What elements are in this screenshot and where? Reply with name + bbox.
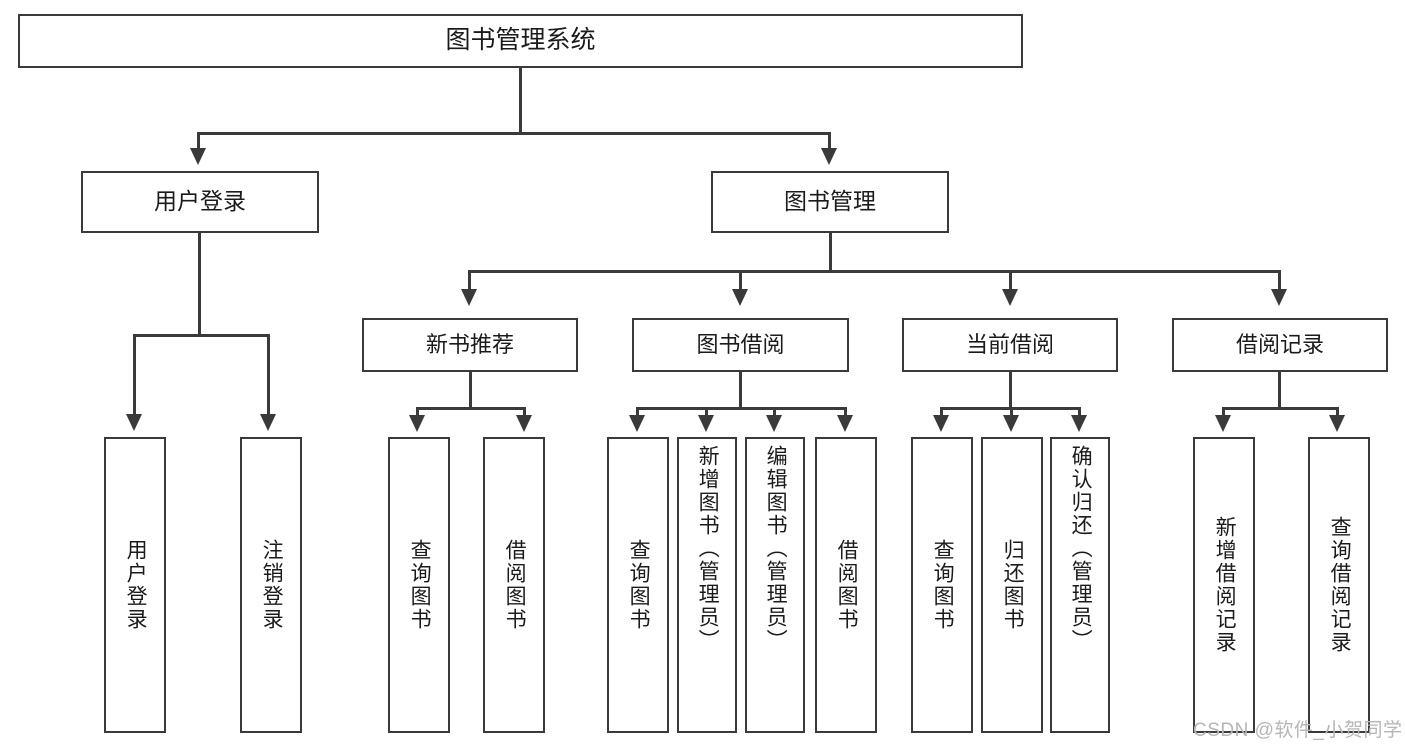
node-user-login[interactable]: 用户登录 xyxy=(81,171,319,233)
leaf-query-book-borrow[interactable]: 查询图书 xyxy=(607,437,669,733)
leaf-query-book-recommend[interactable]: 查询图书 xyxy=(388,437,450,733)
connector-new-book-child-2 xyxy=(523,407,526,419)
connector-current-borrow-child-3 xyxy=(1078,407,1081,419)
node-current-borrow[interactable]: 当前借阅 xyxy=(902,318,1118,372)
node-label: 借阅记录 xyxy=(1235,332,1324,358)
node-label: 图书管理 xyxy=(784,188,876,215)
connector-user-login-bus xyxy=(133,334,270,337)
node-label: 注销登录 xyxy=(260,539,284,631)
connector-level3-bus xyxy=(468,270,1281,273)
node-label: 新增图书（管理员） xyxy=(696,445,720,652)
leaf-edit-book-admin[interactable]: 编辑图书（管理员） xyxy=(745,437,805,733)
node-label: 查询图书 xyxy=(931,539,955,631)
node-label: 查询图书 xyxy=(627,539,651,631)
arrowhead-book-borrow xyxy=(732,289,748,306)
leaf-user-login[interactable]: 用户登录 xyxy=(104,437,166,733)
node-label: 查询图书 xyxy=(408,539,432,631)
arrowhead-leaf-return-book xyxy=(1003,415,1019,432)
connector-to-new-book xyxy=(468,270,471,292)
connector-level2-bus xyxy=(197,132,830,135)
arrowhead-leaf-query-book-3 xyxy=(933,415,949,432)
arrowhead-leaf-logout xyxy=(260,414,276,431)
node-label: 当前借阅 xyxy=(965,332,1054,358)
leaf-borrow-book-recommend[interactable]: 借阅图书 xyxy=(483,437,545,733)
connector-to-user-login xyxy=(197,132,200,152)
node-label: 用户登录 xyxy=(124,539,148,631)
node-label: 图书管理系统 xyxy=(445,26,596,55)
connector-user-login-stem xyxy=(198,233,201,336)
arrowhead-leaf-query-book-1 xyxy=(409,415,425,432)
connector-book-borrow-stem xyxy=(739,372,742,410)
leaf-query-book-current[interactable]: 查询图书 xyxy=(911,437,973,733)
leaf-add-borrow-record[interactable]: 新增借阅记录 xyxy=(1193,437,1255,733)
connector-book-borrow-bus xyxy=(636,407,847,410)
node-label: 图书借阅 xyxy=(696,332,785,358)
connector-current-borrow-stem xyxy=(1009,372,1012,410)
connector-root-stem xyxy=(519,68,522,134)
connector-book-borrow-child-4 xyxy=(844,407,847,419)
connector-user-login-child-2 xyxy=(267,334,270,418)
connector-book-manage-stem xyxy=(829,233,832,273)
node-label: 借阅图书 xyxy=(503,539,527,631)
node-book-management[interactable]: 图书管理 xyxy=(711,171,949,233)
connector-to-book-borrow xyxy=(739,270,742,292)
connector-current-borrow-child-1 xyxy=(940,407,943,419)
arrowhead-user-login xyxy=(190,148,206,165)
connector-book-borrow-child-2 xyxy=(705,407,708,419)
node-book-borrow[interactable]: 图书借阅 xyxy=(632,318,849,372)
node-label: 借阅图书 xyxy=(835,539,859,631)
arrowhead-leaf-user-login xyxy=(126,414,142,431)
arrowhead-leaf-confirm-return xyxy=(1071,415,1087,432)
node-root-system[interactable]: 图书管理系统 xyxy=(18,14,1023,68)
connector-new-book-stem xyxy=(469,372,472,410)
arrowhead-leaf-query-book-2 xyxy=(629,415,645,432)
leaf-return-book[interactable]: 归还图书 xyxy=(981,437,1043,733)
node-label: 确认归还（管理员） xyxy=(1069,445,1093,652)
leaf-query-borrow-record[interactable]: 查询借阅记录 xyxy=(1308,437,1370,733)
connector-to-current-borrow xyxy=(1009,270,1012,292)
node-borrow-record[interactable]: 借阅记录 xyxy=(1172,318,1388,372)
connector-new-book-bus xyxy=(416,407,526,410)
node-label: 新增借阅记录 xyxy=(1213,516,1237,654)
connector-borrow-record-bus xyxy=(1222,407,1339,410)
arrowhead-leaf-add-record xyxy=(1215,415,1231,432)
connector-book-borrow-child-3 xyxy=(773,407,776,419)
connector-borrow-record-child-2 xyxy=(1336,407,1339,419)
arrowhead-borrow-record xyxy=(1271,289,1287,306)
leaf-add-book-admin[interactable]: 新增图书（管理员） xyxy=(677,437,737,733)
connector-to-borrow-record xyxy=(1278,270,1281,292)
node-label: 编辑图书（管理员） xyxy=(764,445,788,652)
connector-to-book-manage xyxy=(828,132,831,152)
node-label: 归还图书 xyxy=(1001,539,1025,631)
arrowhead-current-borrow xyxy=(1002,289,1018,306)
arrowhead-leaf-borrow-book-2 xyxy=(837,415,853,432)
leaf-logout[interactable]: 注销登录 xyxy=(240,437,302,733)
node-label: 新书推荐 xyxy=(425,332,514,358)
connector-current-borrow-child-2 xyxy=(1010,407,1013,419)
node-label: 用户登录 xyxy=(154,188,246,215)
connector-user-login-child-1 xyxy=(133,334,136,418)
arrowhead-leaf-add-book xyxy=(698,415,714,432)
arrowhead-new-book xyxy=(461,289,477,306)
connector-borrow-record-stem xyxy=(1278,372,1281,410)
connector-book-borrow-child-1 xyxy=(636,407,639,419)
arrowhead-book-manage xyxy=(821,148,837,165)
leaf-confirm-return-admin[interactable]: 确认归还（管理员） xyxy=(1050,437,1110,733)
leaf-borrow-book[interactable]: 借阅图书 xyxy=(815,437,877,733)
node-label: 查询借阅记录 xyxy=(1328,516,1352,654)
arrowhead-leaf-edit-book xyxy=(766,415,782,432)
arrowhead-leaf-borrow-book-1 xyxy=(516,415,532,432)
node-new-book-recommend[interactable]: 新书推荐 xyxy=(362,318,578,372)
connector-new-book-child-1 xyxy=(416,407,419,419)
arrowhead-leaf-query-record xyxy=(1329,415,1345,432)
connector-borrow-record-child-1 xyxy=(1222,407,1225,419)
